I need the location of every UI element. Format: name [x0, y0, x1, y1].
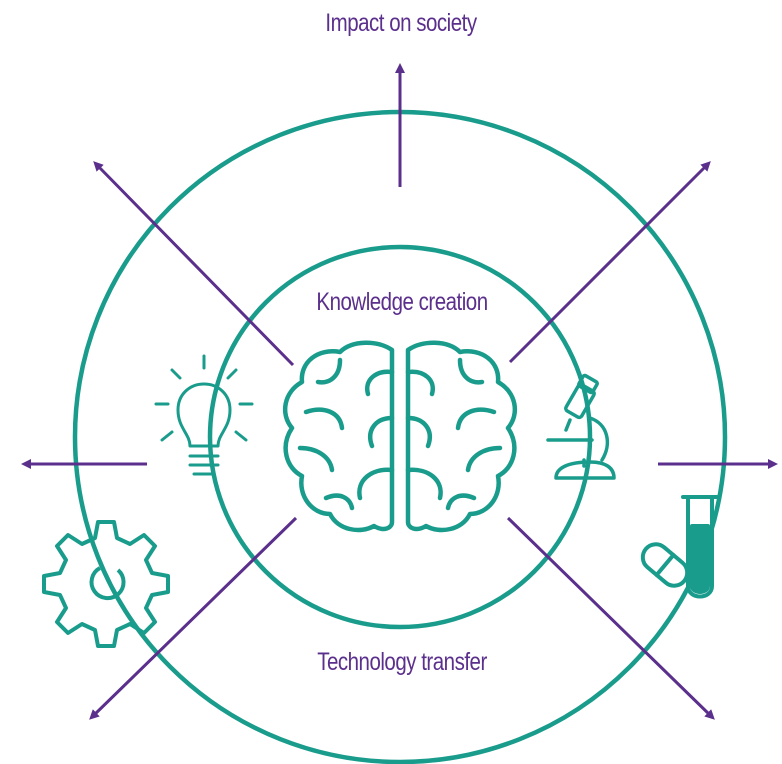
pill-and-test-tube-icon: [640, 495, 719, 599]
arrow-down-left: [89, 516, 298, 720]
knowledge-creation-label: Knowledge creation: [316, 288, 488, 316]
arrow-up-left: [93, 161, 295, 367]
inner-ring: [207, 244, 593, 630]
arrow-down-right: [506, 516, 715, 720]
gear-icon: [42, 520, 170, 648]
impact-arrows: [21, 63, 778, 720]
arrow-up-right: [508, 161, 711, 364]
technology-transfer-label: Technology transfer: [317, 648, 487, 676]
brain-icon: [282, 340, 518, 533]
lightbulb-icon: [154, 354, 254, 476]
impact-on-society-label: Impact on society: [325, 9, 477, 37]
microscope-icon: [546, 373, 616, 480]
